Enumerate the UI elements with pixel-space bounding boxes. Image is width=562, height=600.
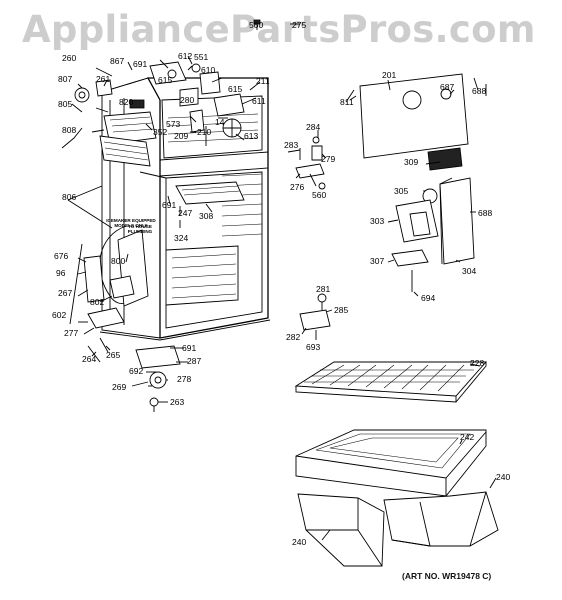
part-label-281: 281 <box>316 284 331 294</box>
part-label-14: 14 <box>215 117 225 127</box>
part-label-693: 693 <box>306 342 321 352</box>
part-label-573: 573 <box>166 119 181 129</box>
part-label-820: 820 <box>119 97 134 107</box>
part-label-261: 261 <box>96 74 111 84</box>
part-label-240-left: 240 <box>292 537 307 547</box>
part-label-324: 324 <box>174 233 189 243</box>
part-label-691-mid: 691 <box>162 200 177 210</box>
part-label-247: 247 <box>178 208 193 218</box>
cover-309 <box>427 147 463 171</box>
part-label-867: 867 <box>110 56 125 66</box>
part-label-263: 263 <box>170 397 185 407</box>
part-label-242: 242 <box>460 432 475 442</box>
part-label-688-mid: 688 <box>478 208 493 218</box>
part-label-210: 210 <box>197 127 212 137</box>
part-label-282: 282 <box>286 332 301 342</box>
house-plumbing-note: TO HOUSE PLUMBING <box>127 224 153 235</box>
part-label-269: 269 <box>112 382 127 392</box>
damper-housing <box>391 84 487 292</box>
part-label-260: 260 <box>62 53 77 63</box>
part-label-611: 611 <box>252 96 266 106</box>
part-label-551: 551 <box>194 52 209 62</box>
watermark: AppliancePartsPros.com <box>22 8 536 51</box>
part-label-802: 802 <box>90 297 105 307</box>
icemaker-assembly <box>99 99 157 167</box>
part-label-615-b: 615 <box>228 84 243 94</box>
crisper-drawers-240 <box>297 491 499 567</box>
part-label-308: 308 <box>199 211 214 221</box>
part-label-303: 303 <box>370 216 385 226</box>
part-label-277: 277 <box>64 328 79 338</box>
part-label-275: 275 <box>292 20 307 30</box>
part-label-96: 96 <box>56 268 66 278</box>
part-label-691-top: 691 <box>133 59 148 69</box>
part-label-305: 305 <box>394 186 409 196</box>
part-label-228: 228 <box>470 358 485 368</box>
part-label-811: 811 <box>340 97 354 107</box>
part-label-201: 201 <box>382 70 397 80</box>
part-label-280: 280 <box>180 95 195 105</box>
part-label-692: 692 <box>129 366 144 376</box>
part-label-612: 612 <box>178 51 193 61</box>
part-label-806: 806 <box>62 192 77 202</box>
part-label-691-low: 691 <box>182 343 197 353</box>
part-label-560: 560 <box>249 20 264 30</box>
part-label-309: 309 <box>404 157 419 167</box>
shelf-228 <box>294 361 487 403</box>
part-label-615-a: 615 <box>158 75 173 85</box>
part-label-307: 307 <box>370 256 385 266</box>
leader-lines <box>61 55 497 541</box>
part-label-267: 267 <box>58 288 73 298</box>
thermostat-parts <box>287 136 326 190</box>
top-controls <box>74 19 300 146</box>
part-label-805: 805 <box>58 99 73 109</box>
part-label-211: 211 <box>256 76 270 86</box>
light-socket-parts <box>299 293 331 331</box>
part-label-676: 676 <box>54 251 69 261</box>
art-number: (ART NO. WR19478 C) <box>402 571 492 581</box>
part-label-278: 278 <box>177 374 192 384</box>
part-label-808: 808 <box>62 125 77 135</box>
part-label-284: 284 <box>306 122 321 132</box>
part-label-279: 279 <box>321 154 336 164</box>
part-label-265: 265 <box>106 350 121 360</box>
part-label-285: 285 <box>334 305 349 315</box>
water-supply <box>69 225 149 329</box>
part-label-287: 287 <box>187 356 202 366</box>
part-label-240-right: 240 <box>496 472 511 482</box>
icemaker-note: ICEMAKER EQUIPPED MODELS ONLY <box>106 218 156 229</box>
part-label-688-top: 688 <box>472 86 487 96</box>
part-label-283: 283 <box>284 140 299 150</box>
part-label-613: 613 <box>244 131 259 141</box>
part-label-687: 687 <box>440 82 455 92</box>
part-label-800: 800 <box>111 256 126 266</box>
crisper-cover-242 <box>295 429 487 497</box>
part-label-276: 276 <box>290 182 305 192</box>
part-label-694: 694 <box>421 293 436 303</box>
part-label-264: 264 <box>82 354 97 364</box>
part-label-304: 304 <box>462 266 477 276</box>
part-label-807: 807 <box>58 74 73 84</box>
part-label-602: 602 <box>52 310 67 320</box>
base-parts <box>87 337 181 412</box>
part-label-610: 610 <box>201 65 216 75</box>
part-label-209: 209 <box>174 131 189 141</box>
part-label-560-mid: 560 <box>312 190 327 200</box>
part-label-352: 352 <box>153 127 168 137</box>
rear-panel-201 <box>345 73 479 159</box>
